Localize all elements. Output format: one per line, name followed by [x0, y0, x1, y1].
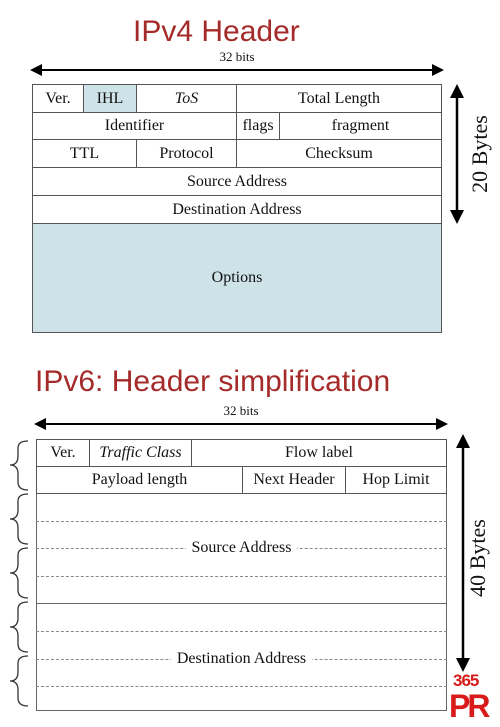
- ipv6-destination-address-field: Destination Address: [36, 649, 447, 669]
- ipv4-identifier-field: Identifier: [32, 112, 237, 140]
- ipv4-version-field: Ver.: [32, 84, 84, 113]
- ipv4-flags-field: flags: [236, 112, 280, 140]
- ipv4-source-address-field: Source Address: [32, 167, 442, 196]
- ipv4-protocol-field: Protocol: [136, 139, 237, 168]
- ipv4-fragment-field: fragment: [279, 112, 442, 140]
- ipv6-version-field: Ver.: [36, 439, 90, 467]
- ipv6-width-arrow: [34, 418, 448, 430]
- ipv4-total-length-field: Total Length: [236, 84, 442, 113]
- ipv4-title: IPv4 Header: [133, 15, 300, 48]
- ipv6-payload-length-field: Payload length: [36, 466, 243, 494]
- ipv4-options-field: Options: [32, 223, 442, 333]
- ipv6-destination-row-divider: [36, 686, 447, 687]
- ipv4-width-label: 32 bits: [219, 49, 255, 64]
- ipv6-next-header-field: Next Header: [242, 466, 346, 494]
- ipv6-source-address-label: Source Address: [185, 539, 298, 556]
- ipv4-tos-field: ToS: [136, 84, 237, 113]
- logo-letters: PR: [449, 688, 490, 724]
- ipv6-width-label: 32 bits: [223, 403, 259, 418]
- ipv4-destination-address-field: Destination Address: [32, 195, 442, 224]
- ipv4-ihl-field: IHL: [83, 84, 137, 113]
- ipv4-width-arrow: [30, 64, 444, 76]
- ipv6-hop-limit-field: Hop Limit: [345, 466, 447, 494]
- ipv6-flow-label-field: Flow label: [191, 439, 447, 467]
- ipv6-destination-address-label: Destination Address: [170, 650, 313, 667]
- ipv6-source-row-divider: [36, 521, 447, 522]
- ipv4-height-arrow: [450, 84, 464, 224]
- 365pr-logo: 365 PR: [447, 671, 497, 723]
- ipv6-source-address-field: Source Address: [36, 538, 447, 558]
- logo-number: 365: [453, 671, 479, 690]
- ipv4-ttl-field: TTL: [32, 139, 137, 168]
- ipv4-checksum-field: Checksum: [236, 139, 442, 168]
- ipv6-destination-row-divider: [36, 631, 447, 632]
- ipv6-word-braces: [9, 440, 29, 707]
- ipv6-source-row-divider: [36, 576, 447, 577]
- ipv6-height-arrow: [456, 434, 470, 672]
- ipv6-title: IPv6: Header simplification: [35, 365, 391, 398]
- ipv6-height-label: 40 Bytes: [465, 519, 490, 597]
- ipv6-address-separator: [36, 603, 447, 604]
- ipv6-traffic-class-field: Traffic Class: [89, 439, 192, 467]
- ipv4-height-label: 20 Bytes: [467, 115, 492, 193]
